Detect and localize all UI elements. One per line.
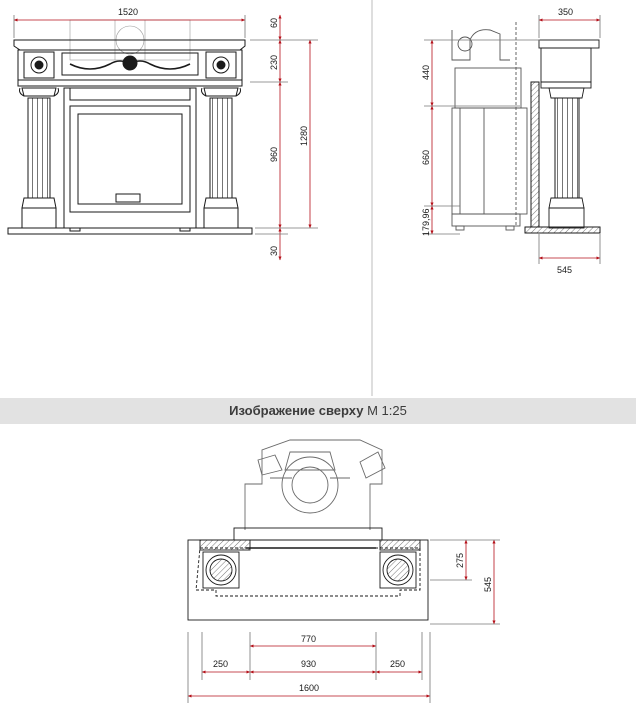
top-depth-total: 545 <box>483 577 493 592</box>
firebox-handle <box>115 193 141 203</box>
top-left-column-box <box>202 551 240 589</box>
left-base <box>21 197 57 209</box>
right-rosette <box>212 56 230 74</box>
front-width-label: 1520 <box>118 7 138 17</box>
top-right-offset: 250 <box>390 659 405 669</box>
top-left-offset: 250 <box>213 659 228 669</box>
right-capital <box>203 87 239 97</box>
top-middle-width: 930 <box>301 659 316 669</box>
side-mantel-shelf <box>538 39 600 49</box>
top-right-column <box>382 554 414 586</box>
plinth <box>7 227 253 235</box>
side-frieze <box>540 47 592 83</box>
section-banner: Изображение сверху M 1:25 <box>0 398 636 424</box>
side-height-upper: 440 <box>421 65 431 80</box>
front-height-frieze: 230 <box>269 55 279 70</box>
side-capital <box>548 87 585 99</box>
top-inner-width: 770 <box>301 634 316 644</box>
section-title-bold: Изображение сверху <box>229 403 364 418</box>
side-dimensions <box>424 15 601 264</box>
side-floor <box>524 226 601 234</box>
front-height-base: 30 <box>269 246 279 256</box>
side-depth-bottom: 545 <box>557 265 572 275</box>
front-dimensions <box>13 14 318 261</box>
insert-side <box>451 22 528 231</box>
ornament-panel <box>61 52 199 76</box>
side-height-middle: 660 <box>421 150 431 165</box>
ornament-medallion <box>122 55 138 71</box>
top-right-column-box <box>379 551 417 589</box>
side-depth-top: 350 <box>558 7 573 17</box>
top-total-width: 1600 <box>299 683 319 693</box>
right-rosette-block <box>205 51 237 79</box>
front-height-total: 1280 <box>299 126 309 146</box>
mantel-shelf <box>13 39 246 51</box>
side-wall-upper <box>530 81 540 228</box>
left-rosette-block <box>23 51 55 79</box>
top-dimensions <box>187 539 500 703</box>
insert-top <box>244 439 386 530</box>
left-capital <box>21 87 57 97</box>
side-base <box>548 207 585 229</box>
side-height-lower: 179,96 <box>421 208 431 236</box>
right-base <box>203 197 239 209</box>
firebox-glass <box>77 113 183 205</box>
right-pilaster <box>209 97 233 199</box>
front-view <box>7 19 253 235</box>
top-mantel-inner <box>195 547 421 597</box>
front-height-top: 60 <box>269 18 279 28</box>
firebox-frame <box>69 105 191 213</box>
top-depth-inner: 275 <box>455 553 465 568</box>
front-height-opening: 960 <box>269 147 279 162</box>
section-title-scale: M 1:25 <box>367 403 407 418</box>
top-left-column <box>205 554 237 586</box>
left-rosette <box>30 56 48 74</box>
section-title: Изображение сверху M 1:25 <box>0 398 636 424</box>
firebox-outer <box>63 87 197 229</box>
side-view <box>451 22 601 234</box>
left-pilaster <box>27 97 51 199</box>
top-view <box>187 439 429 621</box>
side-pilaster <box>554 97 580 199</box>
